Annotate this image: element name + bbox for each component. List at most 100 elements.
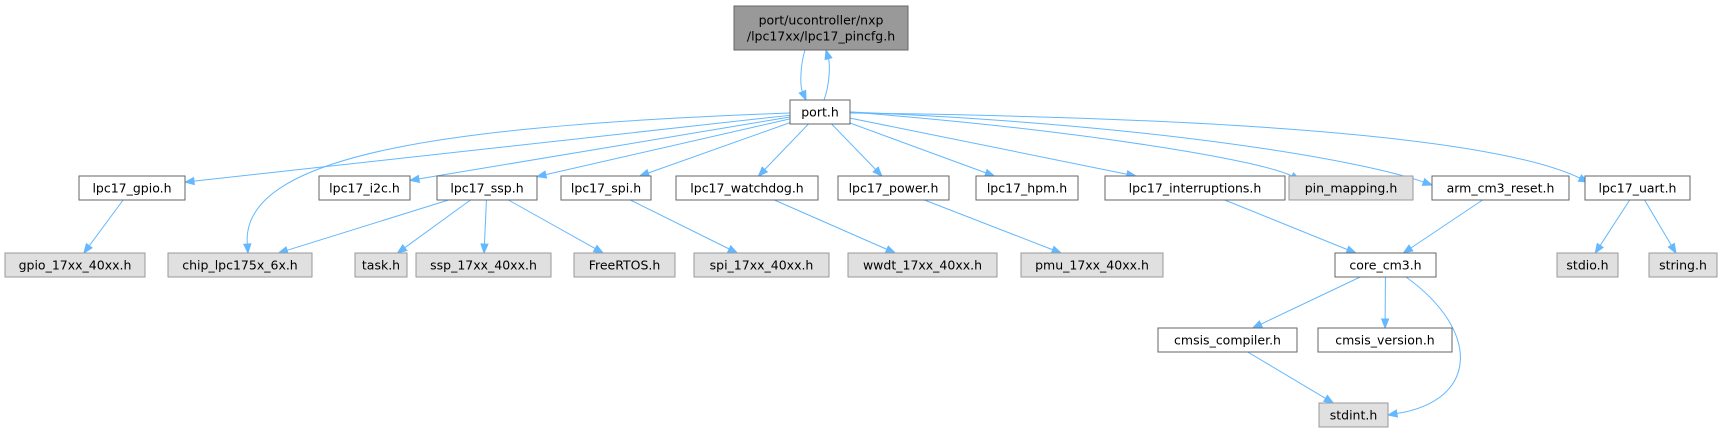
edge-interruptions-to-corecm3-line	[1224, 199, 1348, 251]
edge-ssp-to-chip	[277, 199, 449, 255]
edge-port-to-watchdog-line	[764, 123, 809, 170]
edge-corecm3-to-cmsisver	[1380, 276, 1390, 330]
edge-port-to-armreset-line	[849, 111, 1424, 183]
edges-layer	[83, 48, 1677, 418]
edge-port-to-uart	[849, 112, 1590, 183]
edge-ssp-to-freertos-line	[508, 199, 596, 250]
node-gpio17: gpio_17xx_40xx.h	[4, 252, 146, 278]
node-box-armreset	[1431, 175, 1570, 201]
edge-corecm3-to-cmsiscomp	[1251, 276, 1361, 329]
node-label-cmsisver: cmsis_version.h	[1335, 333, 1434, 348]
node-interruptions[interactable]: lpc17_interruptions.h	[1104, 175, 1286, 201]
node-box-gpio17	[4, 252, 146, 278]
edge-port-to-interruptions	[849, 117, 1138, 179]
edge-uart-to-stdio	[1594, 199, 1631, 255]
node-box-task	[354, 252, 408, 278]
edge-arrowhead-corecm3-cmsiscomp	[1251, 320, 1264, 329]
edge-ssp-to-task-line	[404, 199, 471, 249]
node-pincfg[interactable]: port/ucontroller/nxp/lpc17xx/lpc17_pincf…	[733, 5, 909, 51]
edge-port-to-armreset	[849, 111, 1434, 186]
edge-port-to-pinmapping	[849, 111, 1302, 181]
node-cmsiscomp[interactable]: cmsis_compiler.h	[1157, 327, 1298, 353]
node-box-stdio	[1556, 252, 1619, 278]
node-watchdog[interactable]: lpc17_watchdog.h	[675, 175, 819, 201]
node-label-pinmapping: pin_mapping.h	[1305, 181, 1398, 196]
node-box-chip	[167, 252, 313, 278]
node-label-task: task.h	[362, 258, 400, 273]
edge-arrowhead-port-armreset	[1421, 177, 1434, 186]
node-label-gpio: lpc17_gpio.h	[92, 181, 171, 196]
node-label-ssp: lpc17_ssp.h	[450, 181, 523, 196]
node-gpio[interactable]: lpc17_gpio.h	[78, 175, 186, 201]
node-label-string: string.h	[1659, 258, 1707, 273]
edge-port-to-gpio-line	[193, 114, 791, 182]
edge-ssp-to-chip-line	[286, 199, 449, 251]
edge-arrowhead-port-power	[872, 166, 883, 177]
edge-pincfg-to-port	[798, 49, 807, 102]
node-i2c[interactable]: lpc17_i2c.h	[318, 175, 411, 201]
node-label-spi17: spi_17xx_40xx.h	[710, 258, 814, 273]
edge-port-to-hpm-line	[849, 122, 987, 174]
edge-arrowhead-cmsiscomp-stdint	[1323, 394, 1335, 404]
node-label-corecm3: core_cm3.h	[1349, 258, 1421, 273]
edge-port-to-pincfg	[823, 48, 833, 101]
edge-arrowhead-ssp-task	[396, 243, 408, 254]
edge-arrowhead-port-ssp	[535, 170, 548, 179]
node-box-hpm	[975, 175, 1079, 201]
node-port[interactable]: port.h	[789, 99, 851, 125]
edge-corecm3-to-stdint-line	[1396, 276, 1461, 415]
edge-corecm3-to-cmsiscomp-line	[1260, 276, 1361, 325]
node-spi[interactable]: lpc17_spi.h	[560, 175, 652, 201]
edge-port-to-chip	[243, 112, 791, 255]
edge-arrowhead-uart-stdio	[1594, 242, 1605, 255]
node-hpm[interactable]: lpc17_hpm.h	[975, 175, 1079, 201]
node-power[interactable]: lpc17_power.h	[837, 175, 950, 201]
edge-uart-to-string	[1644, 199, 1677, 255]
edge-port-to-spi-line	[648, 122, 791, 174]
node-stdint: stdint.h	[1318, 402, 1389, 428]
node-label-armreset: arm_cm3_reset.h	[1447, 181, 1555, 196]
node-label-hpm: lpc17_hpm.h	[987, 181, 1067, 196]
edge-arrowhead-port-gpio	[183, 176, 195, 186]
edge-port-to-interruptions-line	[849, 117, 1128, 175]
edge-arrowhead-power-pmu	[1050, 245, 1063, 254]
edge-cmsiscomp-to-stdint	[1247, 351, 1335, 404]
edge-ssp-to-task	[396, 199, 471, 254]
edge-arrowhead-pincfg-port	[798, 89, 807, 102]
edge-port-to-spi	[638, 122, 791, 177]
node-label-i2c: lpc17_i2c.h	[329, 181, 400, 196]
node-box-corecm3	[1334, 252, 1437, 278]
edge-arrowhead-watchdog-wwdt	[884, 245, 897, 254]
node-ssp[interactable]: lpc17_ssp.h	[436, 175, 538, 201]
edge-arrowhead-ssp-ssp17	[480, 243, 489, 255]
edge-port-to-ssp	[535, 118, 791, 179]
edge-arrowhead-uart-string	[1667, 242, 1677, 255]
edge-arrowhead-ssp-freertos	[592, 244, 605, 254]
node-string: string.h	[1648, 252, 1718, 278]
edge-arrowhead-armreset-corecm3	[1402, 244, 1414, 254]
edge-arrowhead-port-watchdog	[757, 166, 769, 177]
edge-armreset-to-corecm3-line	[1410, 199, 1483, 249]
edge-port-to-uart-line	[849, 112, 1581, 179]
node-box-interruptions	[1104, 175, 1286, 201]
node-corecm3[interactable]: core_cm3.h	[1334, 252, 1437, 278]
node-spi17: spi_17xx_40xx.h	[693, 252, 830, 278]
edge-port-to-ssp-line	[545, 118, 791, 176]
node-uart[interactable]: lpc17_uart.h	[1584, 175, 1691, 201]
node-box-freertos	[573, 252, 676, 278]
edge-arrowhead-interruptions-corecm3	[1345, 245, 1358, 254]
node-label-stdio: stdio.h	[1566, 258, 1608, 273]
node-box-pincfg	[733, 5, 909, 51]
node-chip: chip_lpc175x_6x.h	[167, 252, 313, 278]
edge-port-to-chip-line	[246, 112, 791, 245]
node-box-cmsisver	[1317, 327, 1453, 353]
node-armreset[interactable]: arm_cm3_reset.h	[1431, 175, 1570, 201]
node-box-port	[789, 99, 851, 125]
node-box-ssp17	[415, 252, 552, 278]
edge-port-to-power-line	[831, 123, 876, 170]
node-pinmapping: pin_mapping.h	[1288, 175, 1414, 201]
node-cmsisver[interactable]: cmsis_version.h	[1317, 327, 1453, 353]
edge-spi-to-spi17	[630, 199, 739, 254]
node-task: task.h	[354, 252, 408, 278]
nodes-layer: port/ucontroller/nxp/lpc17xx/lpc17_pincf…	[4, 5, 1718, 428]
